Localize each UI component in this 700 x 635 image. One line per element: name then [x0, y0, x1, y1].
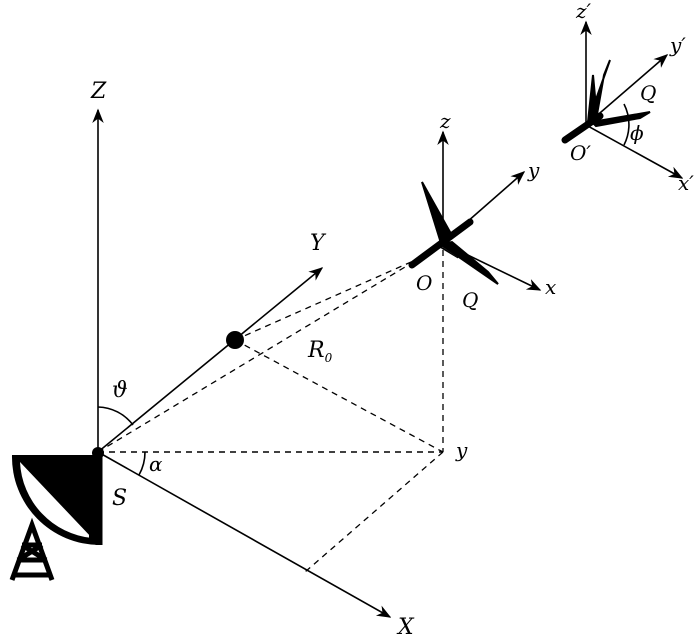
- label-R0-sub: 0: [325, 351, 333, 365]
- line-of-sight-dashed: [97, 257, 421, 453]
- label-O-prime: O′: [570, 141, 591, 165]
- point-on-y-axis: [226, 331, 244, 349]
- label-local-x: x: [545, 275, 556, 299]
- label-Q-prime: Q: [640, 81, 656, 105]
- y-axis: [97, 267, 324, 453]
- label-X: X: [396, 615, 415, 635]
- label-local-z: z: [439, 109, 451, 133]
- label-z-prime: z′: [575, 0, 592, 23]
- target-Q-icon: [408, 181, 499, 285]
- phi-angle-arc: [623, 103, 630, 146]
- label-x-prime: x′: [678, 171, 694, 195]
- label-R0: R0: [307, 338, 333, 365]
- label-Y: Y: [310, 231, 327, 256]
- label-local-y: y: [527, 158, 540, 182]
- label-R0-main: R: [307, 338, 325, 363]
- dot-to-y-dashed: [234, 339, 444, 453]
- label-theta: ϑ: [112, 378, 128, 403]
- label-Q: Q: [462, 288, 478, 312]
- alpha-angle-arc: [138, 451, 146, 476]
- radar-dish-icon: [11, 447, 104, 545]
- y-to-x-axis-dashed: [304, 451, 444, 573]
- theta-angle-arc: [97, 406, 134, 426]
- label-O: O: [416, 271, 432, 295]
- radar-tower-icon: [9, 517, 55, 581]
- x-axis: [97, 451, 392, 618]
- label-ground-y: y: [455, 438, 468, 462]
- dot-to-O-dashed: [234, 257, 421, 341]
- prime-x-axis: [585, 124, 684, 179]
- target-Q-prime-icon: [561, 59, 651, 144]
- label-phi: ϕ: [630, 121, 644, 145]
- label-alpha: α: [149, 452, 163, 476]
- label-y-prime: y′: [669, 33, 686, 57]
- label-S: S: [112, 486, 127, 511]
- label-Z: Z: [90, 79, 107, 104]
